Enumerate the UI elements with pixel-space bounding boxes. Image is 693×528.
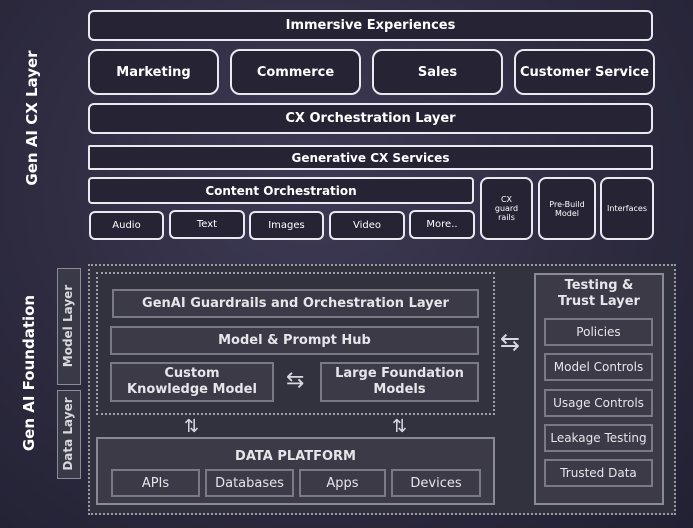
channel-commerce-label: Commerce bbox=[256, 64, 335, 80]
data-item-apis: APIs bbox=[111, 469, 200, 497]
large-foundation-models-label: Large Foundation Models bbox=[335, 366, 464, 397]
cx-orchestration-layer-box: CX Orchestration Layer bbox=[88, 103, 653, 134]
model-prompt-hub-box: Model & Prompt Hub bbox=[110, 326, 479, 355]
data-layer-tab bbox=[57, 390, 81, 479]
channel-marketing-box: Marketing bbox=[88, 49, 219, 95]
testing-item-model-controls: Model Controls bbox=[544, 353, 653, 381]
cx-guardrails-box: CX guard rails bbox=[480, 177, 533, 240]
content-type-video-label: Video bbox=[352, 220, 382, 231]
vertical-arrow-left-icon: ⇅ bbox=[184, 416, 200, 437]
testing-item-policies: Policies bbox=[544, 318, 653, 346]
data-item-apps: Apps bbox=[299, 469, 386, 497]
genai-guardrails-box: GenAI Guardrails and Orchestration Layer bbox=[112, 289, 479, 318]
generative-cx-services-label: Generative CX Services bbox=[291, 150, 450, 165]
genai-guardrails-label: GenAI Guardrails and Orchestration Layer bbox=[142, 296, 449, 311]
testing-item-leakage-testing: Leakage Testing bbox=[544, 424, 653, 452]
foundation-side-label: Gen AI Foundation bbox=[20, 294, 38, 452]
immersive-experiences-label: Immersive Experiences bbox=[285, 18, 456, 33]
testing-item-trusted-data-label: Trusted Data bbox=[560, 466, 637, 480]
cx-guardrails-label: CX guard rails bbox=[494, 195, 519, 222]
channel-customer-service-box: Customer Service bbox=[514, 49, 655, 95]
channel-marketing-label: Marketing bbox=[116, 64, 191, 80]
content-type-images-label: Images bbox=[268, 220, 305, 231]
channel-commerce-box: Commerce bbox=[230, 49, 361, 95]
content-orchestration-box: Content Orchestration bbox=[88, 177, 474, 204]
channel-sales-box: Sales bbox=[372, 49, 503, 95]
model-area-frame bbox=[96, 272, 495, 415]
content-type-audio: Audio bbox=[89, 211, 164, 240]
testing-item-policies-label: Policies bbox=[576, 325, 621, 339]
data-platform-label: DATA PLATFORM bbox=[235, 449, 356, 464]
data-item-databases: Databases bbox=[205, 469, 294, 497]
content-type-video: Video bbox=[329, 211, 405, 240]
content-type-more-label: More.. bbox=[426, 219, 458, 230]
testing-item-model-controls-label: Model Controls bbox=[553, 360, 644, 374]
content-type-audio-label: Audio bbox=[112, 220, 141, 231]
data-item-apis-label: APIs bbox=[141, 475, 170, 491]
prebuild-model-box: Pre-Build Model bbox=[538, 177, 596, 240]
prebuild-model-label: Pre-Build Model bbox=[549, 199, 585, 218]
cx-layer-side-label: Gen AI CX Layer bbox=[23, 50, 41, 186]
content-type-more: More.. bbox=[409, 210, 475, 239]
generative-cx-services-box: Generative CX Services bbox=[88, 145, 653, 170]
interfaces-box: Interfaces bbox=[600, 177, 654, 240]
custom-knowledge-model-box: Custom Knowledge Model bbox=[110, 362, 274, 402]
data-item-devices-label: Devices bbox=[410, 475, 462, 491]
custom-knowledge-model-label: Custom Knowledge Model bbox=[127, 366, 257, 397]
content-type-images: Images bbox=[249, 211, 324, 240]
content-type-text-label: Text bbox=[196, 219, 218, 230]
bidirectional-arrow-icon: ⇆ bbox=[286, 368, 305, 393]
testing-item-trusted-data: Trusted Data bbox=[544, 459, 653, 487]
data-item-apps-label: Apps bbox=[326, 475, 359, 491]
testing-item-usage-controls-label: Usage Controls bbox=[553, 396, 644, 410]
model-layer-label: Model Layer bbox=[61, 284, 75, 368]
testing-item-usage-controls: Usage Controls bbox=[544, 389, 653, 417]
data-layer-label: Data Layer bbox=[61, 397, 75, 471]
data-item-databases-label: Databases bbox=[215, 475, 284, 491]
channel-sales-label: Sales bbox=[417, 64, 458, 80]
data-item-devices: Devices bbox=[391, 469, 481, 497]
vertical-arrow-right-icon: ⇅ bbox=[392, 416, 408, 437]
model-prompt-hub-label: Model & Prompt Hub bbox=[218, 333, 371, 348]
cx-orchestration-layer-label: CX Orchestration Layer bbox=[285, 111, 456, 126]
interfaces-label: Interfaces bbox=[607, 204, 647, 213]
testing-trust-layer-title: Testing & Trust Layer bbox=[558, 278, 640, 309]
channel-customer-service-label: Customer Service bbox=[519, 64, 650, 80]
immersive-experiences-box: Immersive Experiences bbox=[88, 10, 653, 41]
content-type-text: Text bbox=[169, 210, 245, 239]
content-orchestration-label: Content Orchestration bbox=[205, 183, 357, 198]
testing-link-arrow-icon: ⇆ bbox=[500, 328, 521, 356]
testing-item-leakage-testing-label: Leakage Testing bbox=[550, 431, 647, 445]
model-layer-tab bbox=[57, 268, 81, 385]
large-foundation-models-box: Large Foundation Models bbox=[320, 362, 479, 402]
